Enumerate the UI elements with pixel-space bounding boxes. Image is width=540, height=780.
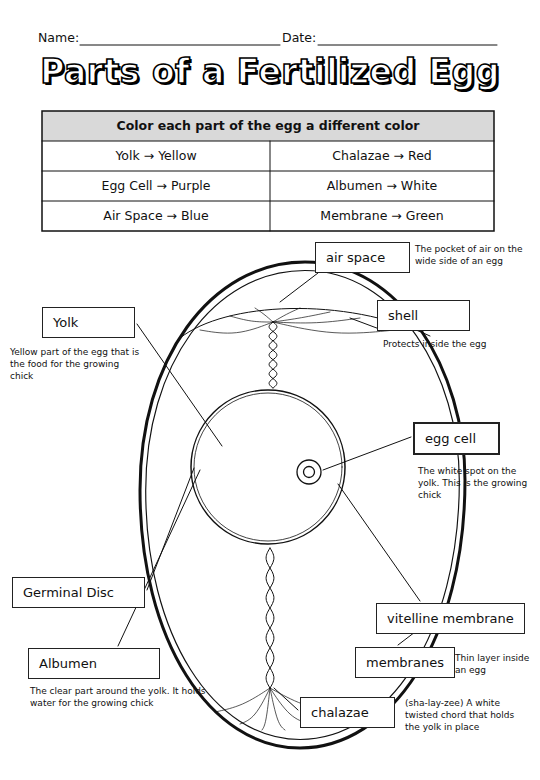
label-callout: chalazae(sha-lay-zee) A white twisted ch… bbox=[300, 697, 395, 728]
table-cell: Yolk → Yellow bbox=[42, 148, 270, 164]
label-callout: shellProtects inside the egg bbox=[377, 300, 470, 331]
table-header: Color each part of the egg a different c… bbox=[42, 118, 494, 134]
egg-cell bbox=[304, 467, 315, 478]
part-label: membranes bbox=[355, 647, 455, 678]
table-cell: Air Space → Blue bbox=[42, 208, 270, 224]
part-label: Yolk bbox=[42, 307, 135, 338]
table-cell: Chalazae → Red bbox=[270, 148, 494, 164]
table-cell: Membrane → Green bbox=[270, 208, 494, 224]
form-field-label: Name: bbox=[38, 30, 98, 46]
table-cell: Albumen → White bbox=[270, 178, 494, 194]
color-table bbox=[42, 111, 494, 231]
table-rule bbox=[42, 141, 494, 142]
part-description: (sha-lay-zee) A white twisted chord that… bbox=[405, 697, 521, 733]
form-field-label: Date: bbox=[282, 30, 322, 46]
label-callout: Germinal Disc bbox=[12, 577, 145, 608]
germinal-disc bbox=[297, 460, 321, 484]
part-label: Germinal Disc bbox=[12, 577, 145, 608]
part-label: Albumen bbox=[28, 648, 160, 679]
part-label: shell bbox=[377, 300, 470, 331]
table-cell: Egg Cell → Purple bbox=[42, 178, 270, 194]
label-callout: AlbumenThe clear part around the yolk. I… bbox=[28, 648, 160, 679]
label-callout: air spaceThe pocket of air on the wide s… bbox=[315, 242, 410, 273]
part-description: The pocket of air on the wide side of an… bbox=[415, 243, 531, 267]
label-callout: YolkYellow part of the egg that is the f… bbox=[42, 307, 135, 338]
part-label: egg cell bbox=[413, 422, 500, 455]
name-line bbox=[80, 45, 280, 46]
part-description: Protects inside the egg bbox=[383, 338, 523, 350]
table-rule bbox=[42, 171, 494, 172]
part-label: vitelline membrane bbox=[376, 603, 525, 634]
leader-lines bbox=[118, 273, 436, 710]
part-label: chalazae bbox=[300, 697, 395, 728]
egg-shell bbox=[140, 262, 465, 748]
part-description: The white spot on the yolk. This is the … bbox=[418, 465, 533, 501]
part-description: Thin layer inside an egg bbox=[455, 652, 533, 676]
part-label: air space bbox=[315, 242, 410, 273]
yolk bbox=[191, 390, 345, 544]
label-callout: egg cellThe white spot on the yolk. This… bbox=[413, 422, 500, 455]
date-line bbox=[318, 45, 497, 46]
part-description: Yellow part of the egg that is the food … bbox=[10, 346, 140, 382]
table-rule bbox=[270, 141, 271, 231]
table-rule bbox=[42, 201, 494, 202]
page-title: Parts of a Fertilized Egg bbox=[0, 50, 540, 94]
label-callout: membranesThin layer inside an egg bbox=[355, 647, 455, 678]
part-description: The clear part around the yolk. It holds… bbox=[30, 685, 230, 709]
table-header-fill bbox=[42, 111, 494, 141]
vitelline-membrane bbox=[194, 393, 342, 541]
label-callout: vitelline membrane bbox=[376, 603, 525, 634]
